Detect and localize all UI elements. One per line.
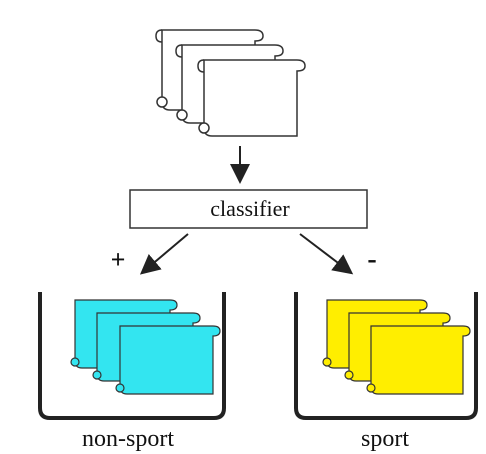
right-document-3: [366, 325, 471, 395]
right-documents-stack: [322, 299, 471, 395]
input-documents-stack: [155, 29, 306, 137]
input-document-3: [197, 59, 306, 137]
classifier-label: classifier: [210, 196, 290, 221]
negative-arrow: [299, 233, 354, 275]
right-bin-label: sport: [361, 426, 409, 452]
positive-sign: +: [111, 245, 126, 274]
positive-arrow: [139, 233, 189, 275]
right-bin: [294, 292, 478, 420]
left-bin: [38, 292, 226, 420]
classifier-box: classifier: [129, 189, 368, 229]
left-bin-label: non-sport: [82, 426, 174, 452]
negative-sign: -: [367, 244, 376, 275]
left-documents-stack: [70, 299, 221, 395]
left-document-3: [115, 325, 221, 395]
